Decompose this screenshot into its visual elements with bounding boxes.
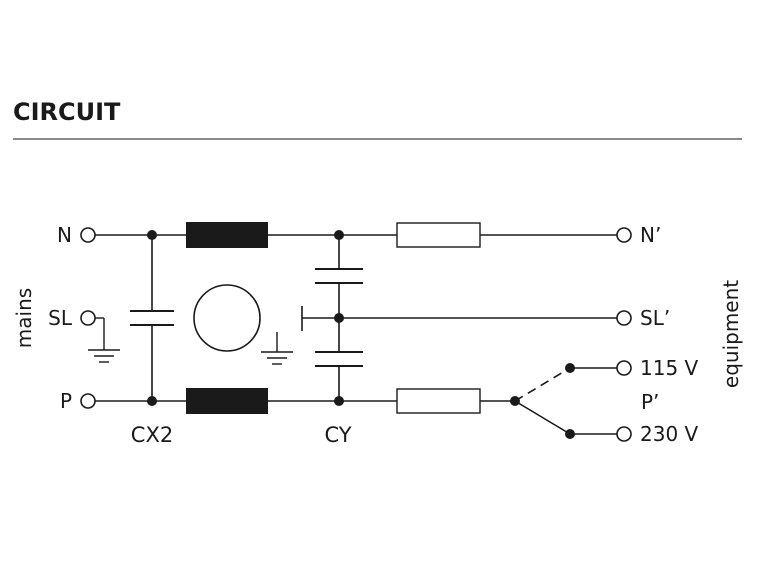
junction-dot xyxy=(565,363,575,373)
terminal-n-in xyxy=(80,227,96,243)
cx2-capacitor xyxy=(130,235,174,401)
junction-dot xyxy=(334,230,344,240)
label-equipment: equipment xyxy=(719,280,743,388)
terminal-p-in xyxy=(80,393,96,409)
sl-line xyxy=(301,306,617,331)
terminal-sl-out xyxy=(616,310,632,326)
common-mode-choke xyxy=(186,222,268,414)
label-p-in: P xyxy=(60,389,72,413)
label-n-out: N’ xyxy=(640,223,661,247)
junction-dot xyxy=(147,396,157,406)
ground-symbol-core xyxy=(261,332,293,365)
label-sl-out: SL’ xyxy=(640,306,670,330)
junction-dot xyxy=(147,230,157,240)
label-cx2: CX2 xyxy=(131,423,173,447)
ground-symbol-sl-in xyxy=(88,317,120,363)
terminal-sl-in xyxy=(80,310,96,326)
label-115v: 115 V xyxy=(640,356,699,380)
junction-dot xyxy=(334,313,344,323)
terminal-n-out xyxy=(616,227,632,243)
label-mains: mains xyxy=(12,288,36,348)
junction-dot xyxy=(334,396,344,406)
label-n-in: N xyxy=(57,223,72,247)
fuse-p xyxy=(396,388,481,414)
choke-winding-p xyxy=(186,388,268,414)
choke-winding-n xyxy=(186,222,268,248)
terminal-115v xyxy=(616,360,632,376)
junction-dot xyxy=(565,429,575,439)
page-title: CIRCUIT xyxy=(13,98,121,126)
voltage-selector-switch xyxy=(514,367,617,435)
fuse-n xyxy=(396,222,481,248)
label-230v: 230 V xyxy=(640,422,699,446)
junction-dot xyxy=(510,396,520,406)
choke-core xyxy=(193,284,261,352)
label-cy: CY xyxy=(324,423,351,447)
title-divider xyxy=(13,138,742,140)
label-p-out: P’ xyxy=(641,390,659,414)
terminal-230v xyxy=(616,426,632,442)
label-sl-in: SL xyxy=(48,306,73,330)
